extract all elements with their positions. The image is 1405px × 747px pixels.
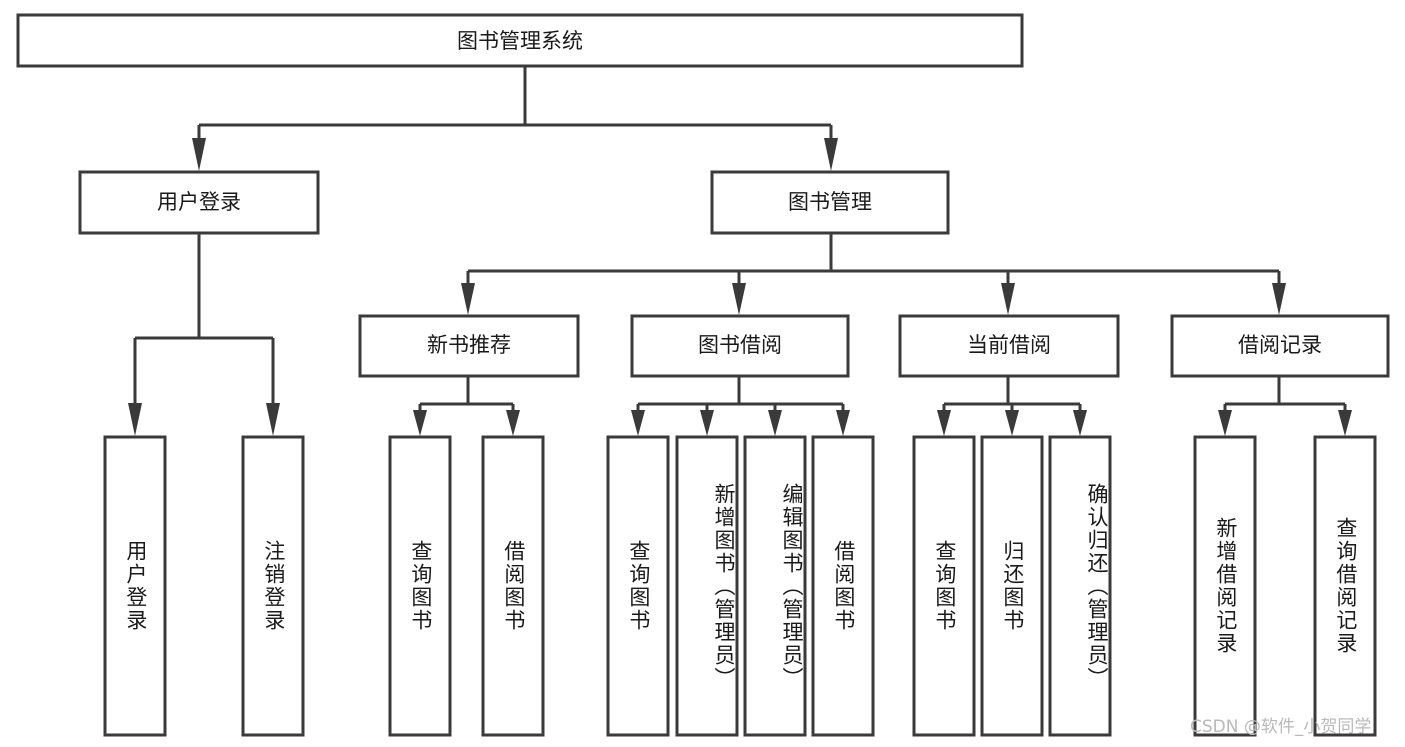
arrow-currentborrow-leaf-2 bbox=[1005, 410, 1019, 436]
connectors-group bbox=[128, 66, 1352, 436]
arrow-userlogin-leaf-1 bbox=[128, 403, 142, 436]
node-current-borrow-label: 当前借阅 bbox=[967, 333, 1051, 357]
leaf-query-book-1-box[interactable] bbox=[388, 435, 452, 737]
arrow-newbook-leaf-1 bbox=[413, 410, 427, 436]
node-book-manage-box[interactable] bbox=[710, 170, 950, 235]
arrow-bookborrow-leaf-3 bbox=[768, 410, 782, 436]
arrow-borrowrecord-leaf-1 bbox=[1218, 410, 1232, 436]
leaf-confirm-return-box[interactable] bbox=[1048, 435, 1112, 737]
horizontal-labels-group: 图书管理系统 用户登录 图书管理 新书推荐 图书借阅 当前借阅 借阅记录 bbox=[157, 29, 1322, 357]
leaf-user-login-box[interactable] bbox=[103, 435, 167, 737]
leaf-borrow-book-1-box[interactable] bbox=[481, 435, 545, 737]
leaf-logout-box[interactable] bbox=[241, 435, 305, 737]
arrow-bookborrow-leaf-2 bbox=[700, 410, 714, 436]
leaf-add-book-box[interactable] bbox=[675, 435, 739, 737]
node-borrow-record-box[interactable] bbox=[1170, 314, 1390, 378]
node-book-borrow-box[interactable] bbox=[630, 314, 850, 378]
leaf-query-book-3-box[interactable] bbox=[912, 435, 976, 737]
leaf-borrow-book-2-box[interactable] bbox=[811, 435, 875, 737]
node-current-borrow-box[interactable] bbox=[898, 314, 1120, 378]
arrow-bookmanage-to-newbook bbox=[461, 283, 475, 315]
leaf-add-record-box[interactable] bbox=[1193, 435, 1257, 737]
arrow-root-to-book-manage bbox=[824, 138, 838, 171]
arrow-currentborrow-leaf-3 bbox=[1073, 410, 1087, 436]
arrow-root-to-user-login bbox=[192, 138, 206, 171]
arrow-borrowrecord-leaf-2 bbox=[1338, 410, 1352, 436]
arrow-userlogin-leaf-2 bbox=[266, 403, 280, 436]
arrow-bookmanage-to-borrowrecord bbox=[1272, 283, 1286, 315]
arrow-bookmanage-to-currentborrow bbox=[1001, 283, 1015, 315]
node-boxes-group bbox=[16, 13, 1390, 737]
watermark-text: CSDN @软件_小贺同学 bbox=[1190, 717, 1372, 737]
node-book-borrow-label: 图书借阅 bbox=[698, 333, 782, 357]
leaf-edit-book-box[interactable] bbox=[743, 435, 807, 737]
leaf-return-book-box[interactable] bbox=[980, 435, 1044, 737]
node-user-login-label: 用户登录 bbox=[157, 190, 241, 214]
node-user-login-box[interactable] bbox=[78, 170, 320, 235]
node-book-manage-label: 图书管理 bbox=[788, 190, 872, 214]
arrow-bookmanage-to-bookborrow bbox=[732, 283, 746, 315]
arrow-bookborrow-leaf-1 bbox=[631, 410, 645, 436]
node-root-box[interactable] bbox=[16, 13, 1024, 68]
node-borrow-record-label: 借阅记录 bbox=[1238, 333, 1322, 357]
arrow-currentborrow-leaf-1 bbox=[937, 410, 951, 436]
arrow-newbook-leaf-2 bbox=[506, 410, 520, 436]
node-new-book-rec-box[interactable] bbox=[358, 314, 580, 378]
node-root-label: 图书管理系统 bbox=[457, 29, 583, 53]
arrow-bookborrow-leaf-4 bbox=[836, 410, 850, 436]
leaf-query-book-2-box[interactable] bbox=[606, 435, 670, 737]
node-new-book-rec-label: 新书推荐 bbox=[427, 333, 511, 357]
leaf-query-record-box[interactable] bbox=[1313, 435, 1377, 737]
